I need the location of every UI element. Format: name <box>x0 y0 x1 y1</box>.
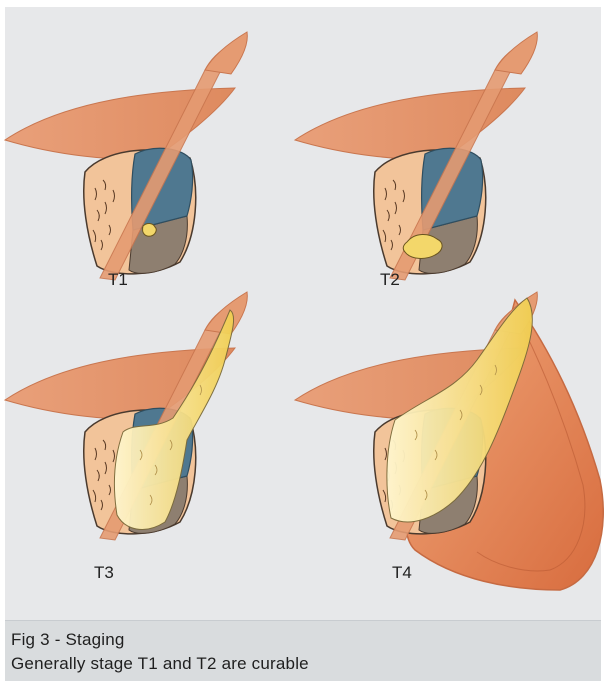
stage-label-t1: T1 <box>108 270 128 290</box>
figure-caption: Fig 3 - Staging Generally stage T1 and T… <box>5 620 601 681</box>
stage-t1-diagram <box>5 32 247 280</box>
stage-label-t3: T3 <box>94 563 114 583</box>
stage-t4-diagram <box>295 292 603 590</box>
caption-text: Generally stage T1 and T2 are curable <box>11 652 601 676</box>
stage-label-t4: T4 <box>392 563 412 583</box>
caption-title: Fig 3 - Staging <box>11 628 601 652</box>
stage-label-t2: T2 <box>380 270 400 290</box>
stage-t2-diagram <box>295 32 537 280</box>
stage-t3-diagram <box>5 292 247 540</box>
